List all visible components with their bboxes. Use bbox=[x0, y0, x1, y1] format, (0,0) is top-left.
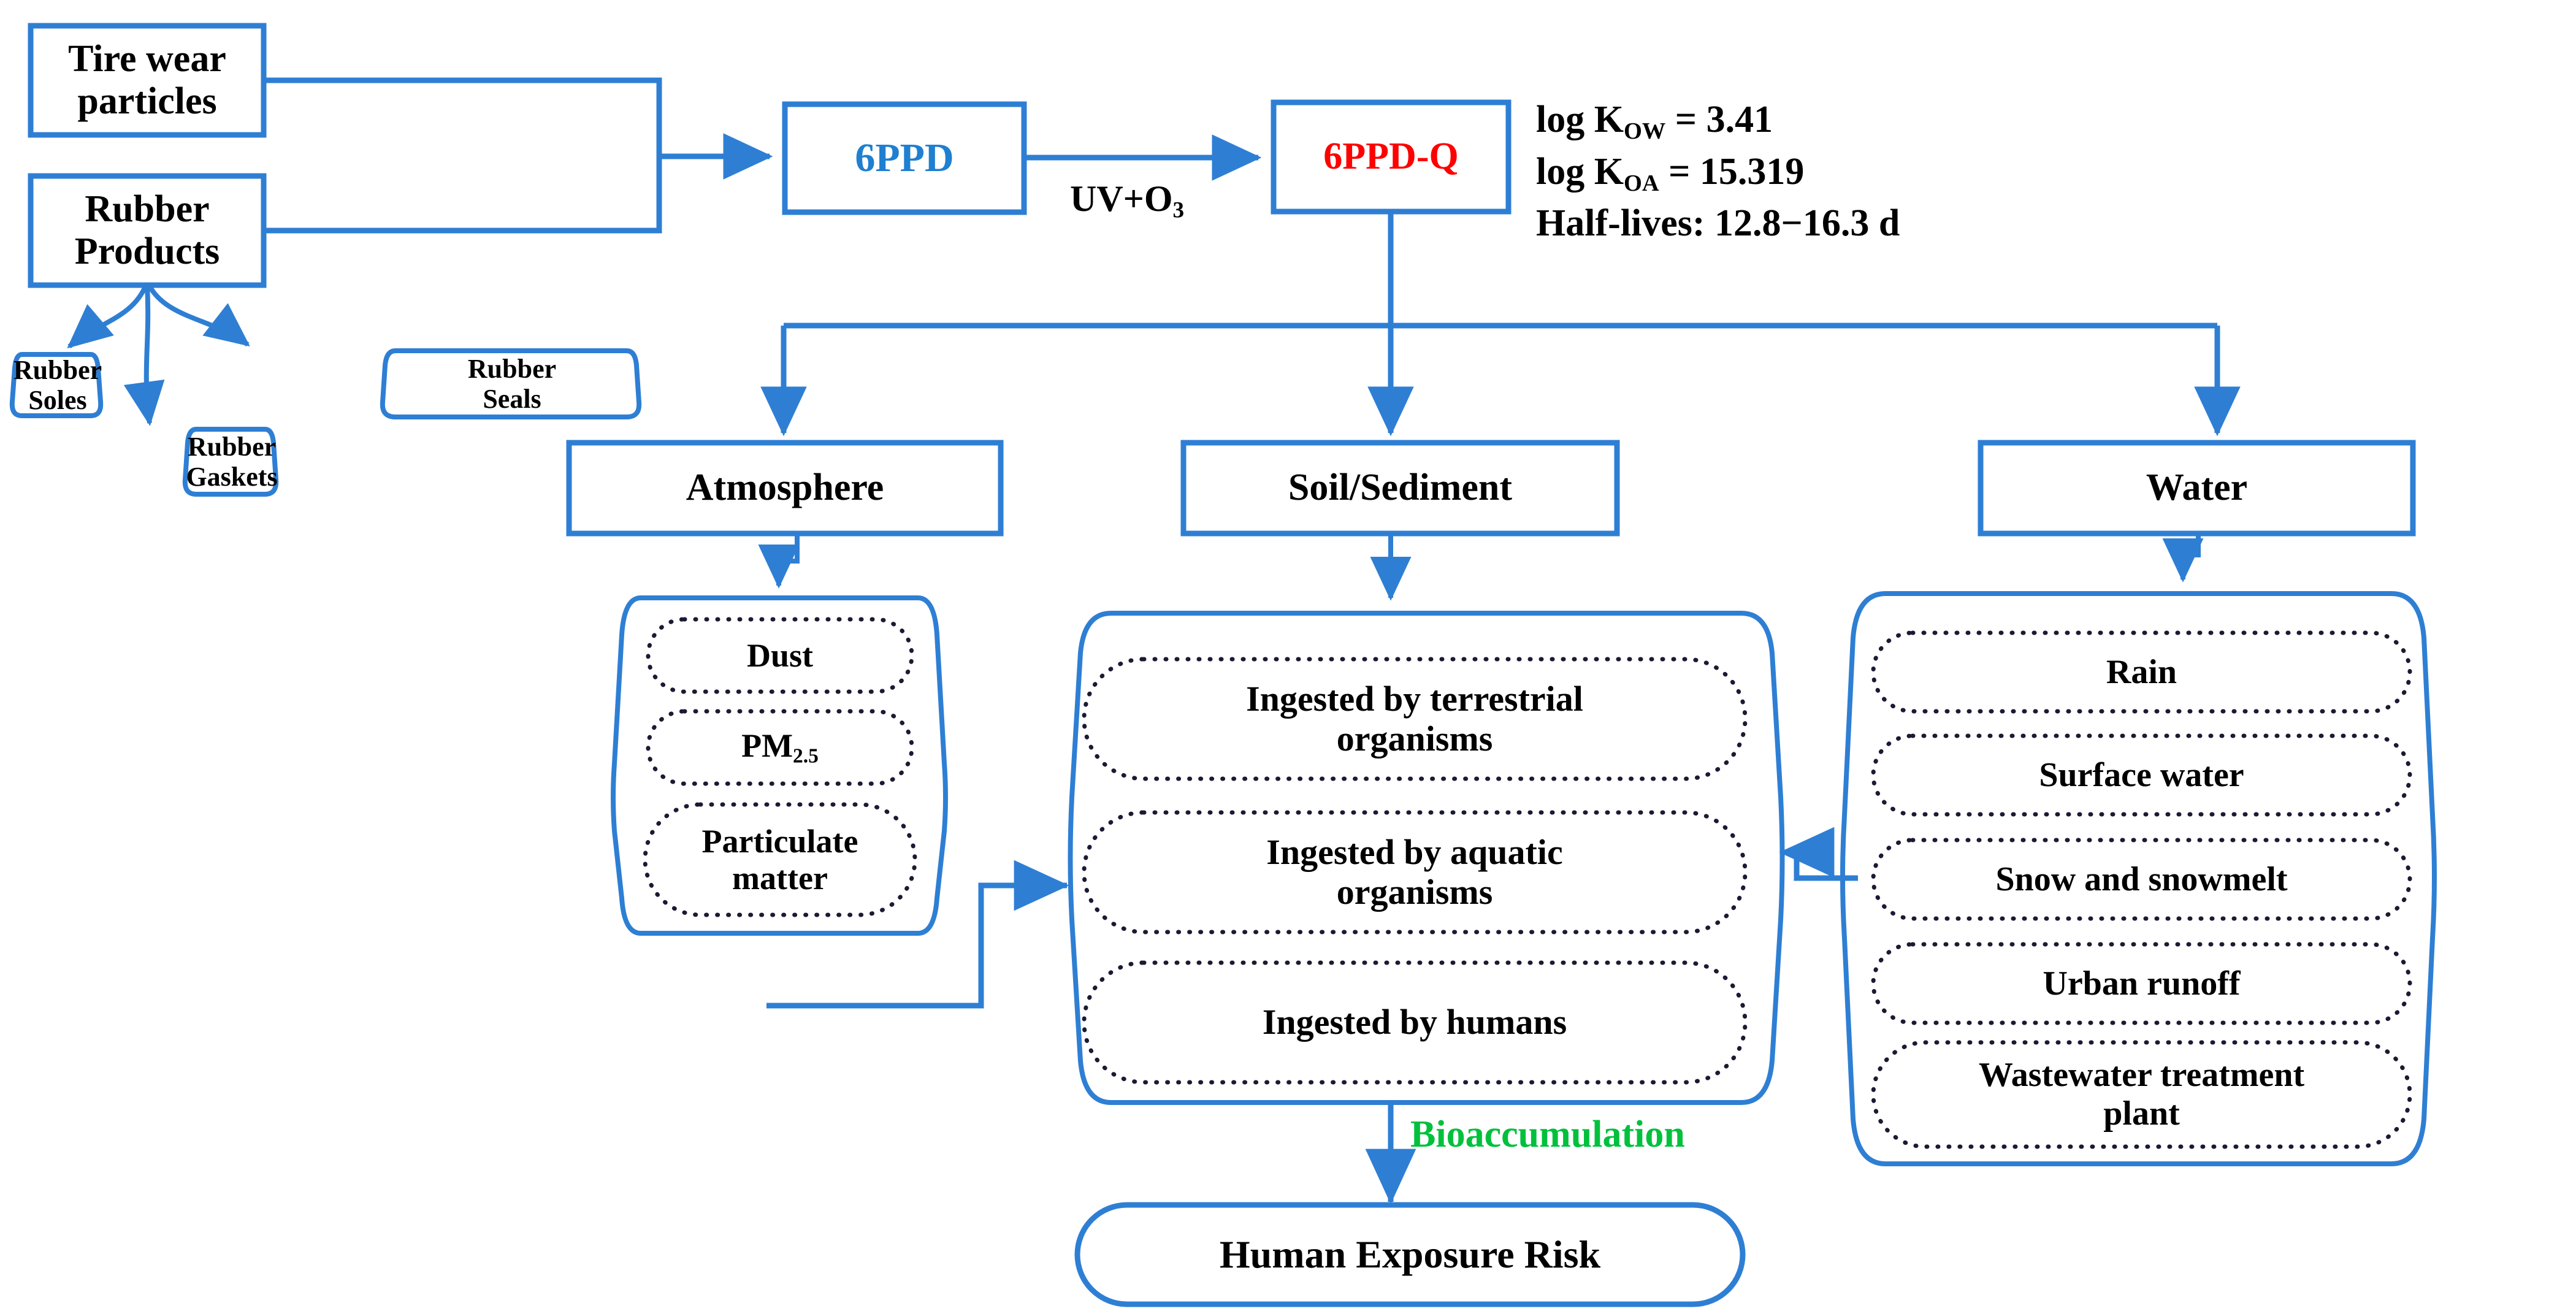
connector-atmosphere-to-soil bbox=[766, 860, 1069, 1009]
connector-water-to-group bbox=[2162, 533, 2204, 583]
box-6ppd bbox=[782, 101, 1027, 215]
pill-pm25 bbox=[646, 709, 914, 786]
box-6ppdq bbox=[1271, 99, 1512, 215]
group-water-container bbox=[1840, 591, 2437, 1166]
chemical-properties: log KOW = 3.41 log KOA = 15.319 Half-liv… bbox=[1536, 95, 1900, 248]
property-half-lives: Half-lives: 12.8−16.3 d bbox=[1536, 202, 1900, 245]
connector-sources-merge bbox=[264, 77, 662, 234]
box-soil-sediment bbox=[1180, 440, 1620, 537]
log-kow-subscript: OW bbox=[1623, 118, 1666, 144]
label-bioaccumulation: Bioaccumulation bbox=[1410, 1114, 1685, 1155]
box-tire-wear-particles bbox=[28, 23, 267, 138]
pill-particulate-matter bbox=[643, 802, 917, 917]
group-atmosphere-container bbox=[611, 595, 948, 936]
group-soil-container bbox=[1068, 611, 1785, 1105]
connector-rubber-to-soles bbox=[67, 284, 148, 349]
pill-dust bbox=[646, 617, 914, 694]
box-atmosphere bbox=[566, 440, 1004, 537]
log-koa-subscript: OA bbox=[1623, 170, 1659, 196]
box-rubber-products bbox=[28, 173, 267, 288]
connector-atmosphere-to-group bbox=[758, 533, 800, 589]
pill-urban-runoff bbox=[1871, 942, 2412, 1025]
connector-water-to-soil bbox=[1779, 827, 1858, 881]
connector-rubber-to-seals bbox=[147, 284, 250, 347]
pill-snow-and-snowmelt bbox=[1871, 838, 2412, 921]
pill-rain bbox=[1871, 630, 2412, 714]
connector-rubber-to-gaskets bbox=[123, 285, 165, 426]
property-log-kow: log KOW = 3.41 bbox=[1536, 99, 1773, 144]
label-uv-ozone: UV+O3 bbox=[1070, 178, 1185, 223]
box-water bbox=[1978, 440, 2416, 537]
label-uv-ozone-subscript: 3 bbox=[1172, 197, 1185, 223]
shape-rubber-gaskets bbox=[182, 427, 279, 497]
property-log-koa: log KOA = 15.319 bbox=[1536, 150, 1805, 196]
shape-rubber-soles bbox=[9, 352, 104, 418]
box-human-exposure-risk bbox=[1074, 1202, 1746, 1307]
pill-surface-water bbox=[1871, 733, 2412, 817]
shape-rubber-seals bbox=[380, 348, 642, 419]
